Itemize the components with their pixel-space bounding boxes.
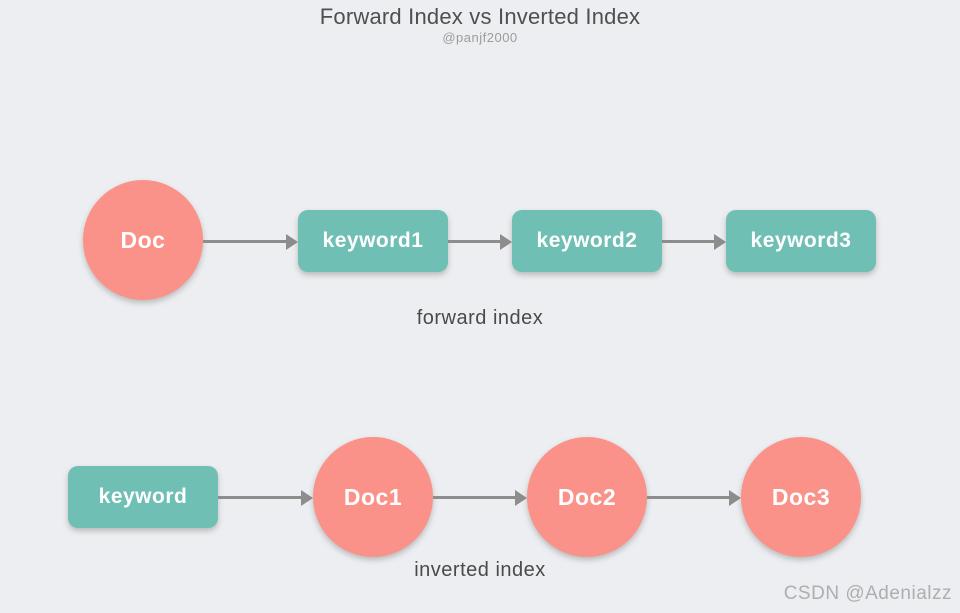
page-title: Forward Index vs Inverted Index [319,4,641,29]
node-keyword3: keyword3 [726,210,876,272]
arrow-keyword2-to-keyword3 [662,233,726,250]
node-keyword-label: keyword [98,485,188,508]
arrow-doc1-to-doc2 [433,489,527,506]
node-doc3-label: Doc3 [771,483,831,510]
node-keyword: keyword [68,466,218,528]
arrow-keyword-to-doc1 [218,489,313,506]
node-doc2: Doc2 [527,437,647,557]
caption-forward-index: forward index [416,307,544,329]
node-keyword2: keyword2 [512,210,662,272]
node-keyword3-label: keyword3 [750,229,852,252]
node-keyword2-label: keyword2 [536,229,638,252]
watermark: CSDN @Adenialzz [783,583,952,604]
node-doc-label: Doc [120,226,166,253]
page-subtitle: @panjf2000 [442,30,518,45]
node-doc1-label: Doc1 [343,483,403,510]
node-keyword1-label: keyword1 [322,229,424,252]
node-keyword1: keyword1 [298,210,448,272]
arrow-doc2-to-doc3 [647,489,741,506]
node-doc: Doc [83,180,203,300]
arrow-doc-to-keyword1 [203,233,298,250]
arrow-keyword1-to-keyword2 [448,233,512,250]
node-doc3: Doc3 [741,437,861,557]
node-doc2-label: Doc2 [557,483,617,510]
node-doc1: Doc1 [313,437,433,557]
caption-inverted-index: inverted index [414,559,546,581]
